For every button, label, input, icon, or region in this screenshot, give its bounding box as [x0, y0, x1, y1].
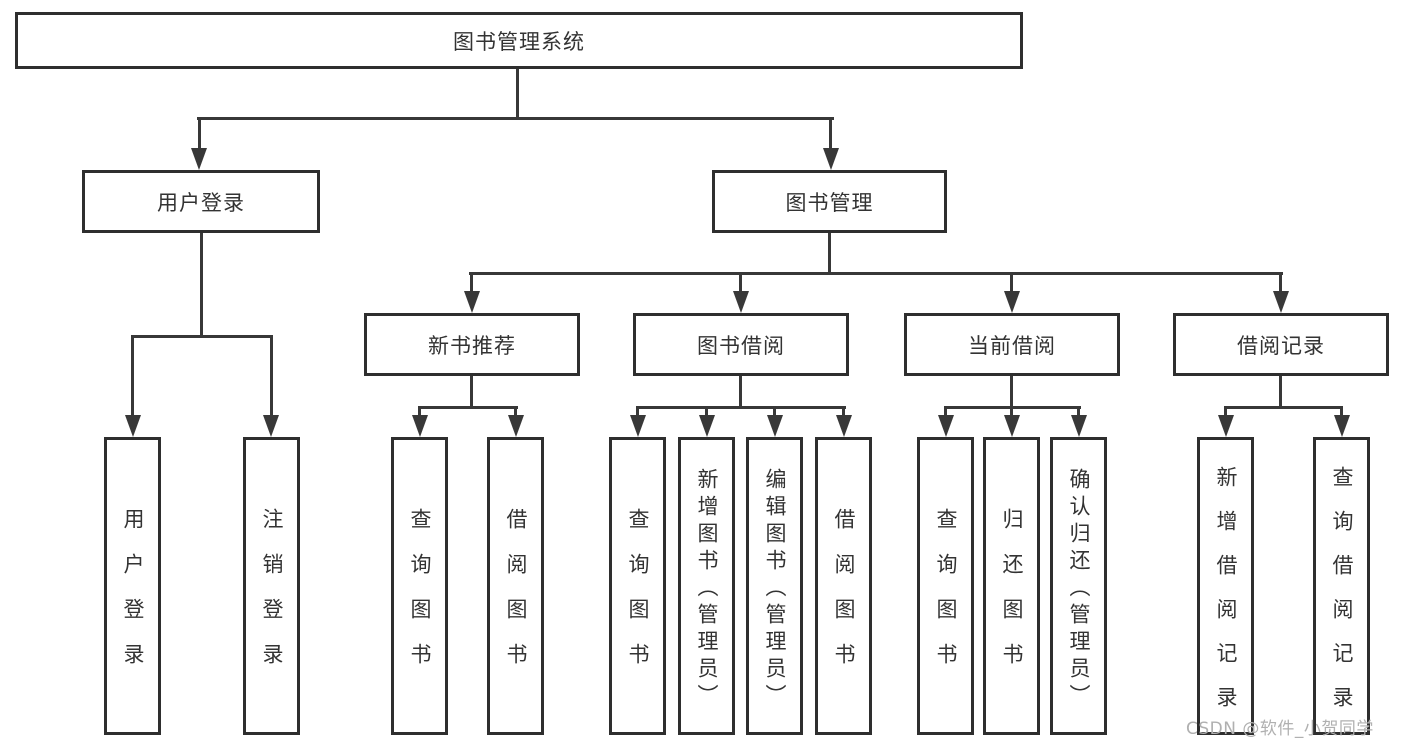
connector-to-leaf: [1340, 406, 1343, 417]
connector-book-borrow-stem: [739, 376, 742, 408]
leaf-borrow-books-newbooks: 借阅图书: [487, 437, 544, 735]
arrow-down-icon: [125, 415, 141, 437]
connector-to-leaf: [270, 335, 273, 417]
node-label: 用户登录: [157, 190, 245, 215]
connector-borrow-records-stem: [1279, 376, 1282, 408]
arrow-down-icon: [1334, 415, 1350, 437]
connector-to-new-books: [470, 272, 473, 293]
node-label: 图书借阅: [697, 333, 785, 358]
leaf-query-books-borrow: 查询图书: [609, 437, 666, 735]
node-label: 新增图书（管理员）: [695, 467, 719, 711]
connector-to-leaf: [773, 406, 776, 417]
connector-to-leaf: [418, 406, 421, 417]
connector-to-book-borrow: [739, 272, 742, 293]
node-new-book-recommend: 新书推荐: [364, 313, 580, 376]
arrow-down-icon: [630, 415, 646, 437]
connector-book-mgmt-branch: [469, 272, 1283, 275]
arrow-down-icon: [508, 415, 524, 437]
connector-book-borrow-branch: [636, 406, 846, 409]
arrow-down-icon: [191, 148, 207, 170]
arrow-down-icon: [412, 415, 428, 437]
leaf-return-books: 归还图书: [983, 437, 1040, 735]
connector-to-leaf: [842, 406, 845, 417]
arrow-down-icon: [1004, 291, 1020, 313]
connector-borrow-records-branch: [1224, 406, 1343, 409]
arrow-down-icon: [836, 415, 852, 437]
arrow-down-icon: [938, 415, 954, 437]
arrow-down-icon: [733, 291, 749, 313]
arrow-down-icon: [263, 415, 279, 437]
node-label: 当前借阅: [968, 333, 1056, 358]
connector-new-books-branch: [418, 406, 518, 409]
leaf-logout: 注销登录: [243, 437, 300, 735]
node-label: 归还图书: [1000, 508, 1024, 688]
node-label: 图书管理系统: [453, 29, 585, 54]
node-label: 用户登录: [121, 508, 145, 688]
node-label: 新书推荐: [428, 333, 516, 358]
node-label: 注销登录: [260, 508, 284, 688]
leaf-edit-books-admin: 编辑图书（管理员）: [746, 437, 803, 735]
connector-root-stem: [516, 69, 519, 118]
connector-to-leaf: [944, 406, 947, 417]
connector-to-borrow-records: [1279, 272, 1282, 293]
connector-current-borrow-stem: [1010, 376, 1013, 408]
arrow-down-icon: [1273, 291, 1289, 313]
leaf-borrow-books: 借阅图书: [815, 437, 872, 735]
leaf-query-books-current: 查询图书: [917, 437, 974, 735]
node-label: 新增借阅记录: [1214, 465, 1238, 730]
node-label: 查询图书: [934, 508, 958, 688]
leaf-query-borrow-record: 查询借阅记录: [1313, 437, 1370, 735]
node-borrow-records: 借阅记录: [1173, 313, 1389, 376]
connector-to-leaf: [705, 406, 708, 417]
arrow-down-icon: [1071, 415, 1087, 437]
connector-root-branch: [197, 117, 834, 120]
node-library-system-root: 图书管理系统: [15, 12, 1023, 69]
arrow-down-icon: [823, 148, 839, 170]
leaf-confirm-return-admin: 确认归还（管理员）: [1050, 437, 1107, 735]
connector-book-mgmt-stem: [828, 233, 831, 274]
arrow-down-icon: [464, 291, 480, 313]
node-label: 图书管理: [785, 190, 874, 215]
arrow-down-icon: [1004, 415, 1020, 437]
connector-to-leaf: [1077, 406, 1080, 417]
connector-to-current-borrow: [1010, 272, 1013, 293]
node-label: 查询图书: [408, 508, 432, 688]
node-label: 借阅图书: [504, 508, 528, 688]
leaf-user-login: 用户登录: [104, 437, 161, 735]
connector-user-login-stem: [200, 233, 203, 336]
node-label: 借阅记录: [1237, 333, 1325, 358]
node-label: 查询图书: [626, 508, 650, 688]
connector-user-login-branch: [131, 335, 273, 338]
leaf-add-books-admin: 新增图书（管理员）: [678, 437, 735, 735]
connector-to-leaf: [636, 406, 639, 417]
csdn-watermark: CSDN @软件_小贺同学: [1186, 719, 1374, 739]
connector-to-book-mgmt: [829, 117, 832, 150]
connector-to-user-login: [198, 117, 201, 150]
connector-to-leaf: [514, 406, 517, 417]
connector-new-books-stem: [470, 376, 473, 408]
leaf-query-books-newbooks: 查询图书: [391, 437, 448, 735]
leaf-add-borrow-record: 新增借阅记录: [1197, 437, 1254, 735]
arrow-down-icon: [1218, 415, 1234, 437]
connector-to-leaf: [1224, 406, 1227, 417]
arrow-down-icon: [699, 415, 715, 437]
arrow-down-icon: [767, 415, 783, 437]
connector-to-leaf: [131, 335, 134, 417]
node-book-management: 图书管理: [712, 170, 947, 233]
node-user-login: 用户登录: [82, 170, 320, 233]
node-label: 编辑图书（管理员）: [763, 467, 787, 711]
node-book-borrow: 图书借阅: [633, 313, 849, 376]
node-current-borrow: 当前借阅: [904, 313, 1120, 376]
node-label: 确认归还（管理员）: [1067, 467, 1091, 711]
node-label: 查询借阅记录: [1330, 465, 1354, 730]
connector-to-leaf: [1010, 406, 1013, 417]
node-label: 借阅图书: [832, 508, 856, 688]
